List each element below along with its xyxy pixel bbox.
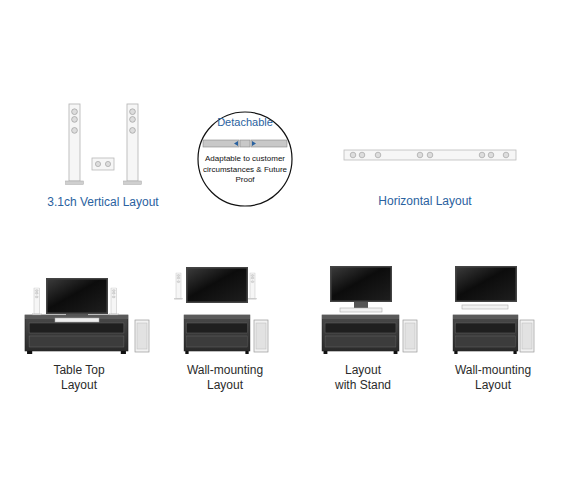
layout-label: 3.1ch Vertical Layout <box>28 195 178 210</box>
layout-label: Wall-mounting Layout <box>449 363 537 393</box>
layout-label: Horizontal Layout <box>350 194 500 209</box>
layout-label: Layout with Stand <box>333 363 393 393</box>
callout-body: Adaptable to customer circumstances & Fu… <box>199 154 291 186</box>
layout-label: Table Top Layout <box>43 363 115 393</box>
layout-label: Wall-mounting Layout <box>181 363 269 393</box>
detachable-callout-circle: DetachableAdaptable to customer circumst… <box>197 111 293 207</box>
detachable-bar <box>203 140 287 147</box>
callout-heading: Detachable <box>199 116 291 129</box>
